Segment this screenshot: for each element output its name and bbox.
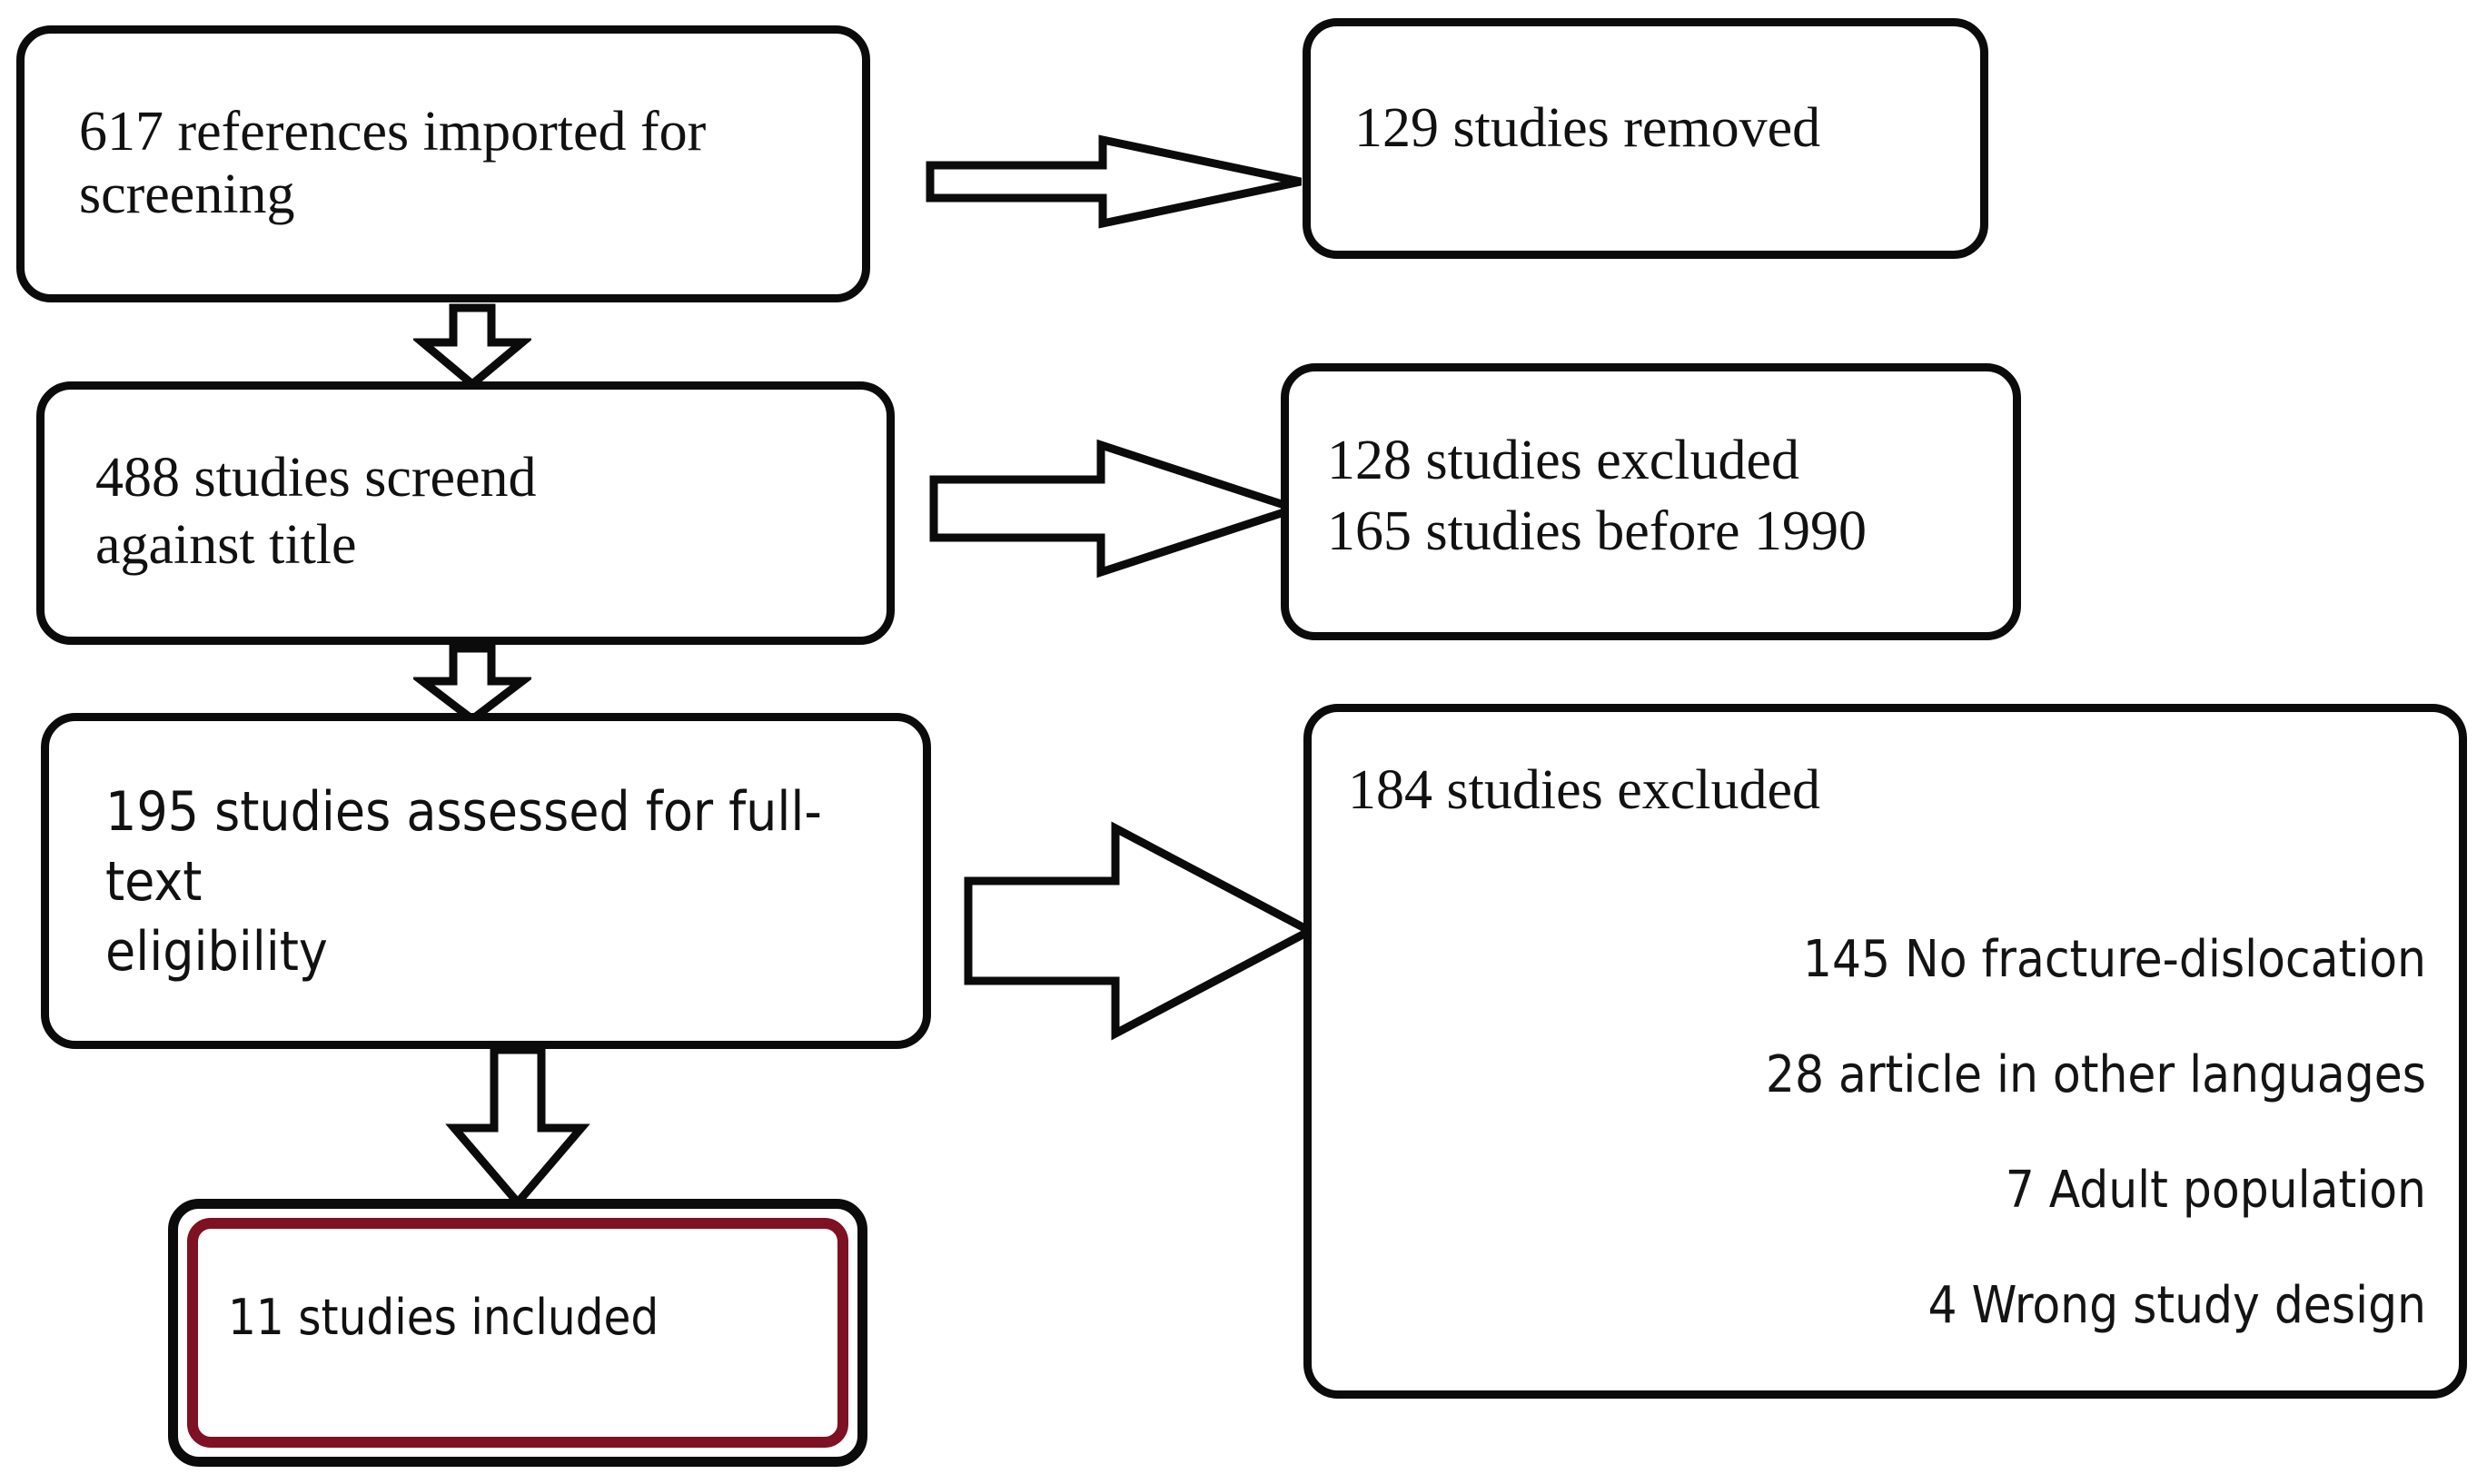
arrow-down-fulltext-to-included bbox=[445, 1044, 590, 1208]
box-studies-screened: 488 studies screend against title bbox=[36, 381, 895, 645]
exclusion-reason-list: 145 No fracture-dislocation 28 article i… bbox=[1312, 930, 2426, 1335]
box-fulltext-excluded: 184 studies excluded 145 No fracture-dis… bbox=[1303, 704, 2467, 1399]
box-studies-removed-label: 129 studies removed bbox=[1354, 97, 1821, 159]
box-fulltext-assessed-label: 195 studies assessed for full-text eligi… bbox=[105, 780, 822, 984]
box-fulltext-excluded-heading: 184 studies excluded bbox=[1348, 759, 1821, 821]
arrow-down-imported-to-screened bbox=[413, 302, 531, 390]
exclusion-reason-item: 4 Wrong study design bbox=[1927, 1276, 2426, 1335]
arrow-right-imported-to-removed bbox=[925, 127, 1306, 236]
box-studies-removed: 129 studies removed bbox=[1303, 18, 1988, 259]
box-references-imported: 617 references imported for screening bbox=[16, 25, 870, 302]
arrow-right-fulltext-to-excluded bbox=[963, 817, 1317, 1044]
arrow-down-screened-to-fulltext bbox=[413, 643, 531, 725]
box-references-imported-label: 617 references imported for screening bbox=[79, 101, 707, 226]
exclusion-reason-item: 28 article in other languages bbox=[1765, 1045, 2426, 1104]
box-fulltext-assessed: 195 studies assessed for full-text eligi… bbox=[41, 713, 931, 1049]
box-studies-included: 11 studies included bbox=[168, 1199, 867, 1467]
box-studies-excluded-title-label: 128 studies excluded 165 studies before … bbox=[1327, 430, 1868, 562]
exclusion-reason-item: 145 No fracture-dislocation bbox=[1802, 930, 2426, 989]
box-studies-screened-label: 488 studies screend against title bbox=[95, 447, 537, 577]
arrow-right-screened-to-excluded bbox=[928, 436, 1301, 581]
box-studies-excluded-title: 128 studies excluded 165 studies before … bbox=[1281, 363, 2021, 640]
box-studies-included-label: 11 studies included bbox=[228, 1289, 659, 1346]
exclusion-reason-item: 7 Adult population bbox=[2005, 1161, 2426, 1220]
